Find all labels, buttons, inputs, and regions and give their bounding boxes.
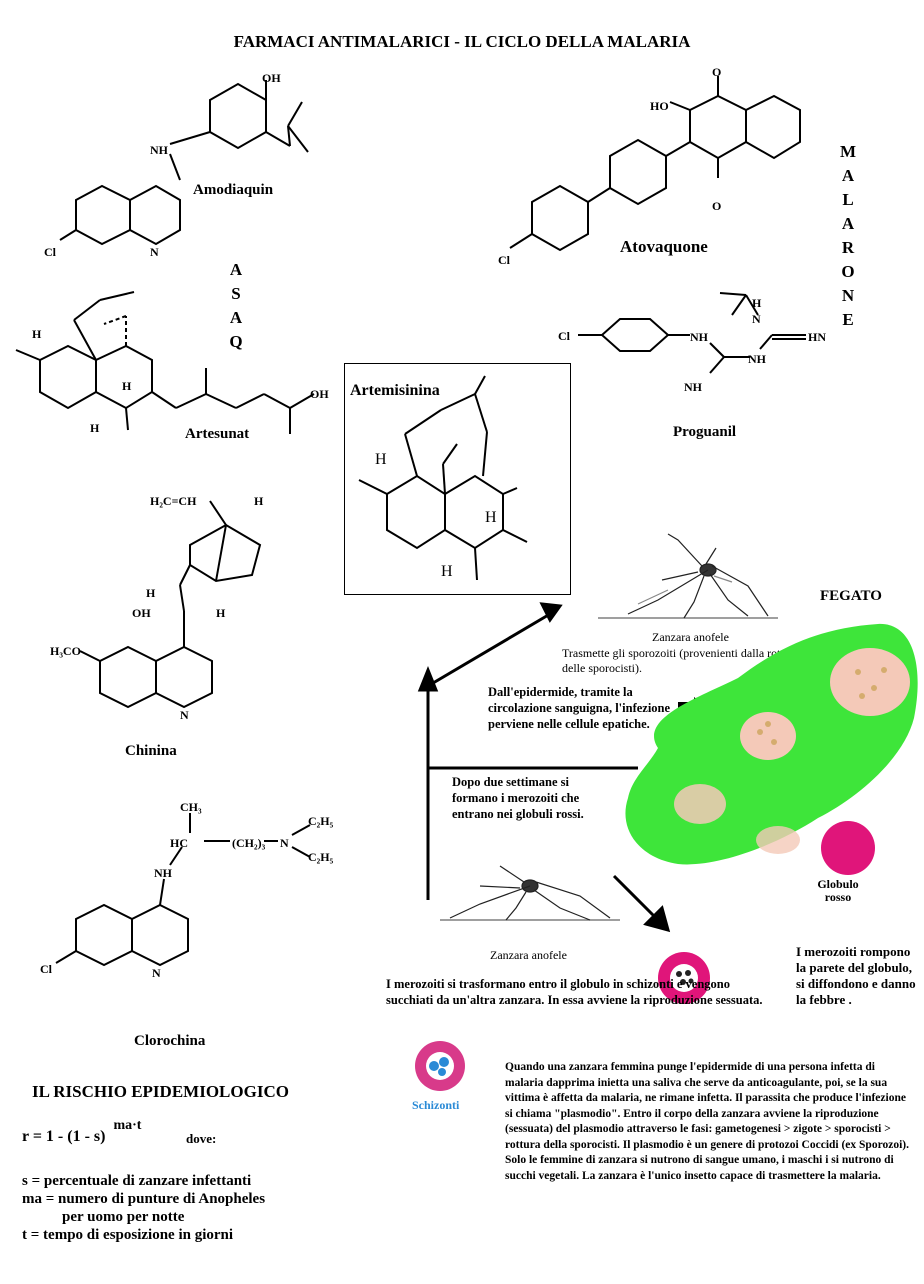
atom-label: N xyxy=(280,836,289,850)
blood-path-text: Dall'epidermide, tramite la circolazione… xyxy=(488,685,671,731)
schizonti-cell-image xyxy=(415,1041,465,1091)
chinina-structure: H₂C=CH H H OH H H₃CO N xyxy=(50,494,264,722)
atom-label: O xyxy=(712,199,721,213)
atom-label: HC xyxy=(170,836,188,850)
atom-label: H xyxy=(146,586,156,600)
page-title: FARMACI ANTIMALARICI - IL CICLO DELLA MA… xyxy=(233,32,691,51)
risk-formula-suffix: dove: xyxy=(186,1131,217,1146)
atom-label: N xyxy=(150,245,159,259)
infected-cell-image xyxy=(658,952,710,1004)
artemisinina-label: Artemisinina xyxy=(350,382,440,399)
atom-label: NH xyxy=(150,143,169,157)
cycle-arrows xyxy=(417,602,671,933)
risk-definitions: s = percentuale di zanzare infettanti ma… xyxy=(22,1172,265,1244)
atovaquone-structure: O O HO Cl xyxy=(498,65,801,267)
mosquito-bottom-image xyxy=(440,865,620,921)
atom-label: CH₃ xyxy=(180,800,202,814)
atom-label: H₂C=CH xyxy=(150,494,197,508)
atom-label: Cl xyxy=(558,329,571,343)
transmits-text: Trasmette gli sporozoiti (provenienti da… xyxy=(562,646,800,675)
liver-label: FEGATO xyxy=(820,588,882,604)
artemisinina-box: Artemisinina H H H xyxy=(344,363,571,595)
globulo-label: Globulo rosso xyxy=(817,877,859,904)
schizonti-text: I merozoiti si trasformano entro il glob… xyxy=(386,977,763,1007)
atom-label: (CH₂)₃ xyxy=(232,836,266,850)
mosquito-top-image xyxy=(598,533,778,619)
atom-label: H xyxy=(752,296,762,310)
atom-label: C₂H₅ xyxy=(308,850,334,864)
atom-label: NH xyxy=(684,380,703,394)
atom-label: NH xyxy=(154,866,173,880)
atom-label: Cl xyxy=(44,245,57,259)
atom-label: NH xyxy=(690,330,709,344)
atom-label: Cl xyxy=(498,253,511,267)
proguanil-label: Proguanil xyxy=(673,424,737,440)
atovaquone-label: Atovaquone xyxy=(620,237,708,256)
risk-heading: IL RISCHIO EPIDEMIOLOGICO xyxy=(32,1082,289,1101)
atom-label: H xyxy=(485,509,497,526)
risk-formula-base: r = 1 - (1 - s) xyxy=(22,1128,106,1145)
atom-label: H xyxy=(32,327,42,341)
atom-label: N xyxy=(752,312,761,326)
long-description-text: Quando una zanzara femmina punge l'epide… xyxy=(505,1061,909,1182)
atom-label: NH xyxy=(748,352,767,366)
atom-label: HN xyxy=(808,330,826,344)
mosquito-top-label: Zanzara anofele xyxy=(652,630,729,644)
mosquito-bottom-label: Zanzara anofele xyxy=(490,948,567,962)
atom-label: OH xyxy=(310,387,329,401)
artesunat-label: Artesunat xyxy=(185,426,250,442)
risk-def-ma: ma = numero di punture di Anopheles xyxy=(22,1191,266,1207)
atom-label: Cl xyxy=(40,962,53,976)
atom-label: H xyxy=(216,606,226,620)
risk-def-s: s = percentuale di zanzare infettanti xyxy=(22,1173,252,1189)
atom-label: C₂H₅ xyxy=(308,814,334,828)
atom-label: O xyxy=(712,65,721,79)
clorochina-label: Clorochina xyxy=(134,1033,206,1049)
liver-image xyxy=(625,623,918,865)
risk-def-ma-cont: per uomo per notte xyxy=(62,1209,185,1225)
rupture-text: I merozoiti rompono la parete del globul… xyxy=(796,944,916,1007)
atom-label: H xyxy=(122,379,132,393)
atom-label: N xyxy=(180,708,189,722)
atom-label: HO xyxy=(650,99,669,113)
atom-label: H xyxy=(90,421,100,435)
risk-def-t: t = tempo di esposizione in giorni xyxy=(22,1227,234,1243)
schizonti-label: Schizonti xyxy=(412,1098,460,1112)
clorochina-structure: CH₃ HC (CH₂)₃ N C₂H₅ C₂H₅ NH Cl N xyxy=(40,800,334,980)
atom-label: H xyxy=(375,451,387,468)
risk-formula: r = 1 - (1 - s) ma·t xyxy=(22,1118,141,1146)
atom-label: H xyxy=(441,563,453,580)
atom-label: OH xyxy=(262,71,281,85)
artesunat-structure: H H H OH xyxy=(15,291,329,435)
amodiaquin-structure: OH NH Cl N xyxy=(44,71,309,259)
atom-label: OH xyxy=(132,606,151,620)
atom-label: H₃CO xyxy=(50,644,81,658)
atom-label: N xyxy=(152,966,161,980)
proguanil-structure: Cl NH H N HN NH NH xyxy=(558,292,826,394)
chinina-label: Chinina xyxy=(125,743,177,759)
red-globule-image xyxy=(821,821,875,875)
atom-label: H xyxy=(254,494,264,508)
amodiaquin-label: Amodiaquin xyxy=(193,182,274,198)
risk-formula-exponent: ma·t xyxy=(113,1118,142,1133)
artemisinina-structure: H H H xyxy=(358,375,528,581)
merozoites-text: Dopo due settimane si formano i merozoit… xyxy=(452,775,584,821)
